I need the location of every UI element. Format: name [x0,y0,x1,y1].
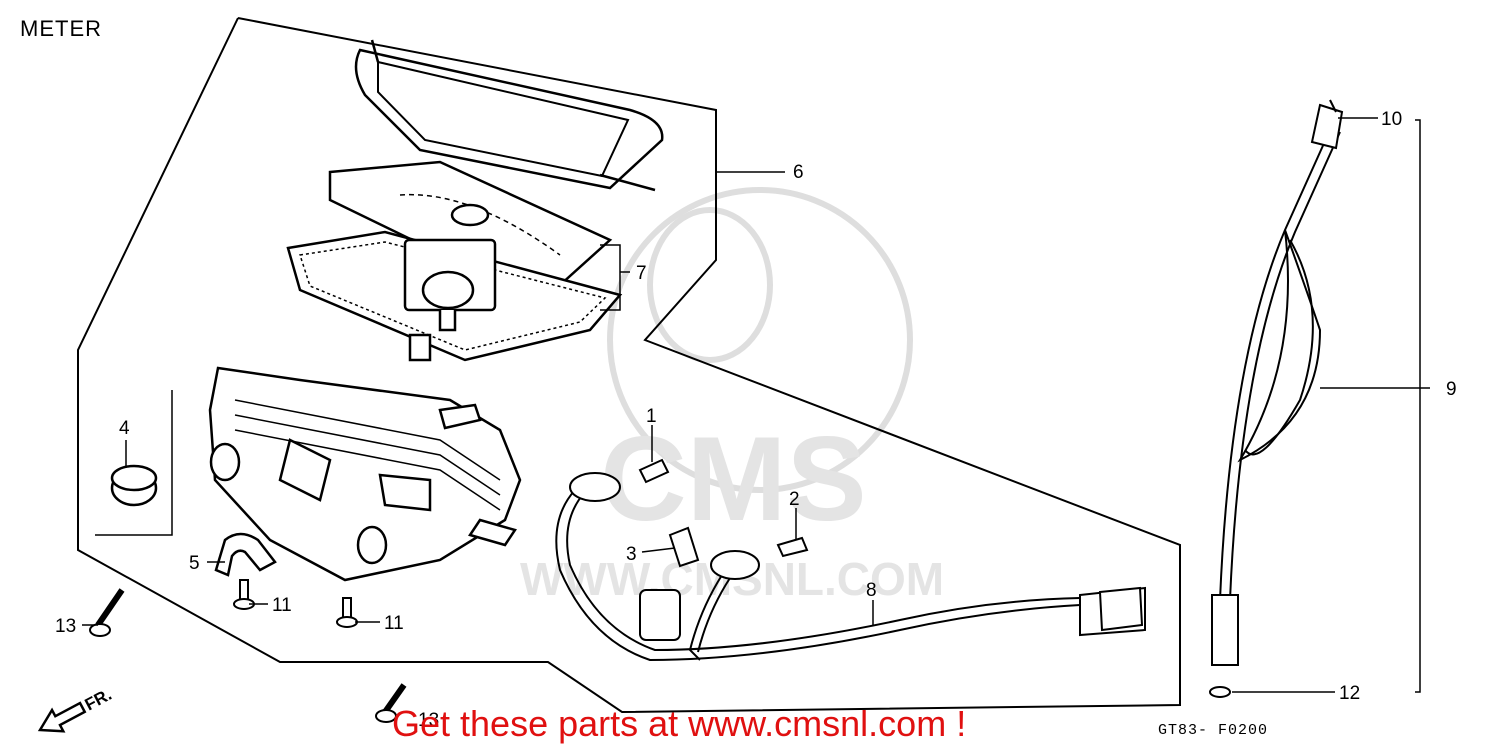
washer [1209,686,1231,698]
clamp [214,532,277,577]
callout-4: 4 [119,418,130,439]
wire-harness [555,472,1146,662]
watermark [607,187,913,493]
assembly-outline [77,17,1181,714]
callout-11a: 11 [272,595,292,616]
leader-7-bracket [600,244,621,311]
cable-bracket-line [1415,119,1421,693]
promo-link[interactable]: Get these parts at www.cmsnl.com ! [392,703,967,744]
watermark-ring [607,187,913,493]
leader-lines [82,117,1430,693]
callout-6: 6 [793,162,804,183]
callout-1: 1 [646,406,657,427]
callout-5: 5 [189,553,200,574]
page-title: METER [20,16,102,41]
callout-8: 8 [866,580,877,601]
speedometer-cable [1211,99,1344,666]
callout-10: 10 [1381,109,1402,130]
callout-13a: 13 [55,616,76,637]
meter-cover-ring [354,39,664,192]
bulbs [638,458,809,568]
callouts: 1 2 3 4 5 6 7 8 9 10 11 11 12 13 13 [55,109,1457,731]
direction-arrow-icon: FR. [37,685,115,733]
meter-case [208,366,522,582]
callout-12: 12 [1339,683,1360,704]
callout-7: 7 [636,263,647,284]
callout-3: 3 [626,544,637,565]
callout-13b: 13 [418,710,439,731]
tapping-screws-13 [89,588,407,723]
rubber-plug [110,464,158,507]
leader-3 [641,547,676,553]
callout-9: 9 [1446,379,1457,400]
callout-11b: 11 [384,613,404,634]
plug-bracket-line [95,390,173,536]
watermark-text: CMS [600,412,867,546]
direction-label: FR. [82,685,115,715]
callout-2: 2 [789,489,800,510]
diagram-code: GT83- F0200 [1158,722,1269,739]
meter-mechanism [286,230,623,362]
watermark-face [647,207,773,363]
